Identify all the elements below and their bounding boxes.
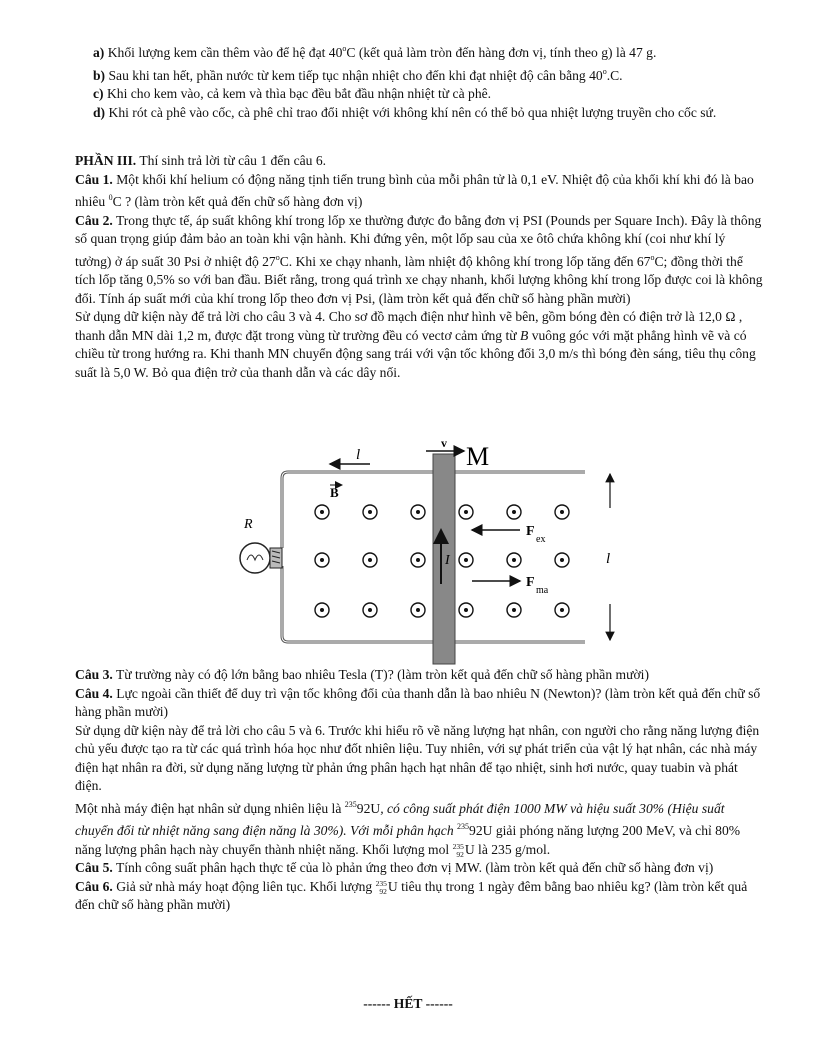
label-ma: ma bbox=[536, 585, 549, 596]
question-4: Câu 4. Lực ngoài cần thiết để duy trì vậ… bbox=[75, 685, 761, 720]
context-q3-q4: Sử dụng dữ kiện này để trả lời cho câu 3… bbox=[75, 309, 756, 380]
context-q5-q6: Sử dụng dữ kiện này để trả lời cho câu 5… bbox=[75, 722, 760, 794]
part3-heading: PHẦN III. Thí sinh trả lời từ câu 1 đến … bbox=[75, 153, 327, 168]
field-dot-center bbox=[368, 608, 372, 612]
field-dot-center bbox=[368, 558, 372, 562]
question-5: Câu 5. Tính công suất phân hạch thực tế … bbox=[75, 860, 714, 875]
field-dot-center bbox=[464, 558, 468, 562]
field-dot-center bbox=[464, 510, 468, 514]
label-I: I bbox=[444, 553, 451, 568]
statement-list: a) Khối lượng kem cần thêm vào để hệ đạt… bbox=[93, 40, 765, 122]
field-dot-center bbox=[512, 510, 516, 514]
question-1: Câu 1. Một khối khí helium có động năng … bbox=[75, 171, 754, 210]
field-dot-center bbox=[560, 510, 564, 514]
field-dot-center bbox=[320, 558, 324, 562]
part3-text-top: PHẦN III. Thí sinh trả lời từ câu 1 đến … bbox=[75, 152, 765, 382]
label-F-ex: F bbox=[526, 524, 535, 539]
field-dot-center bbox=[512, 608, 516, 612]
statement-b: b) Sau khi tan hết, phần nước từ kem tiế… bbox=[93, 66, 623, 83]
field-dot-center bbox=[416, 558, 420, 562]
field-dot-center bbox=[464, 608, 468, 612]
part3-text-bottom: Câu 3. Từ trường này có độ lớn bằng bao … bbox=[75, 666, 765, 915]
plant-description: Một nhà máy điện hạt nhân sử dụng nhiên … bbox=[75, 799, 741, 859]
field-dot-center bbox=[368, 510, 372, 514]
label-l-top: l bbox=[356, 447, 360, 463]
statement-a: a) Khối lượng kem cần thêm vào để hệ đạt… bbox=[93, 44, 657, 60]
statement-c: c) Khi cho kem vào, cả kem và thìa bạc đ… bbox=[93, 86, 492, 101]
label-R: R bbox=[243, 517, 253, 532]
question-3: Câu 3. Từ trường này có độ lớn bằng bao … bbox=[75, 667, 649, 682]
field-dot-center bbox=[320, 510, 324, 514]
label-B: B bbox=[330, 485, 339, 500]
field-dot-center bbox=[416, 510, 420, 514]
field-dot-center bbox=[512, 558, 516, 562]
question-6: Câu 6. Giả sử nhà máy hoạt động liên tục… bbox=[75, 878, 748, 913]
field-dot-center bbox=[320, 608, 324, 612]
conducting-bar-MN bbox=[432, 453, 456, 665]
label-M: M bbox=[466, 442, 489, 471]
magnetic-field-dots bbox=[314, 504, 570, 618]
question-2: Câu 2. Trong thực tế, áp suất không khí … bbox=[75, 212, 763, 306]
circuit-figure: R l B I v M F ex F ma l bbox=[239, 436, 615, 665]
field-dot-center bbox=[560, 608, 564, 612]
field-dot-center bbox=[416, 608, 420, 612]
label-l-right: l bbox=[606, 551, 610, 567]
statement-d: d) Khi rót cà phê vào cốc, cà phê chỉ tr… bbox=[93, 104, 717, 120]
field-dot-center bbox=[560, 558, 564, 562]
label-v: v bbox=[441, 436, 447, 450]
end-marker: ------ HẾT ------ bbox=[363, 996, 453, 1011]
label-F-ma: F bbox=[526, 575, 535, 590]
light-bulb-icon bbox=[239, 542, 283, 574]
label-ex: ex bbox=[536, 534, 545, 545]
